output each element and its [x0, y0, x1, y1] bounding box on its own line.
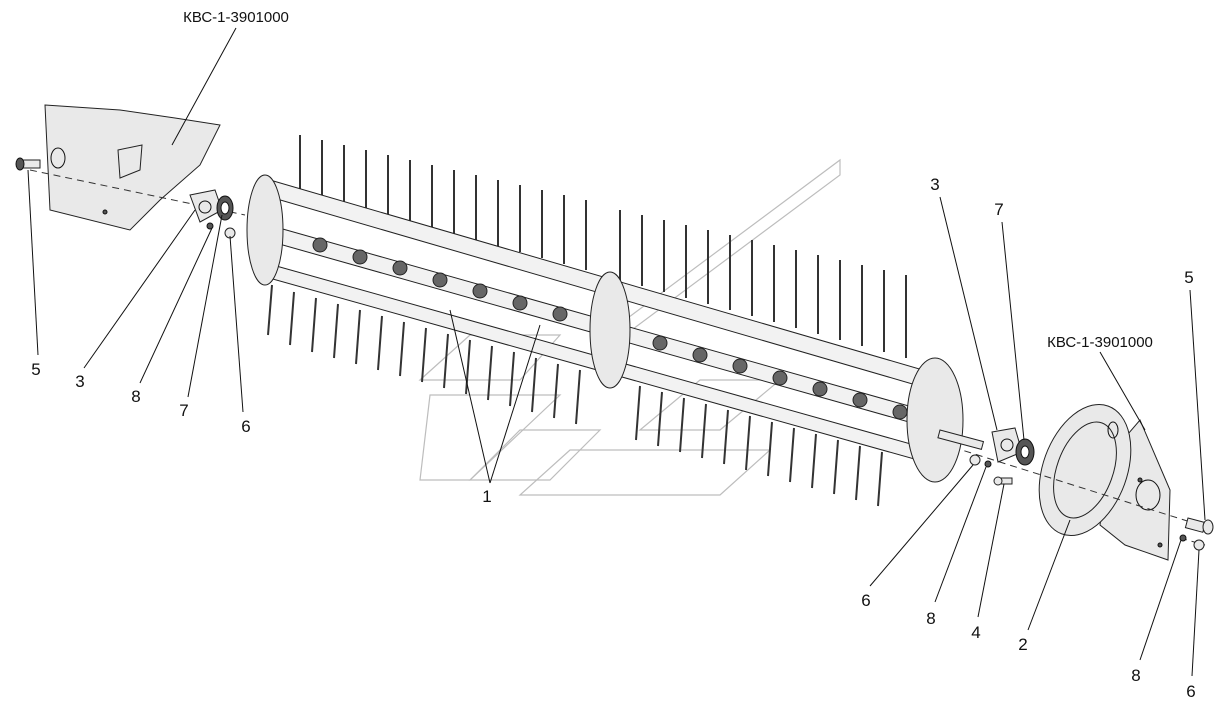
callout-6-mid: 6: [861, 591, 870, 610]
tine-bearings: [312, 237, 908, 420]
reel-drum: [246, 135, 985, 507]
callout-5-right: 5: [1184, 268, 1193, 287]
ring-flange: [1038, 404, 1132, 536]
leader-lines: [27, 27, 1206, 677]
callout-3-left: 3: [75, 372, 84, 391]
callout-8-mid: 8: [926, 609, 935, 628]
callout-7-right: 7: [994, 200, 1003, 219]
callout-2: 2: [1018, 635, 1027, 654]
right-bearing: [1015, 438, 1035, 466]
reel-tines-top: [299, 135, 907, 358]
reel-tines-bottom: [267, 284, 883, 507]
left-bolt: [15, 157, 41, 171]
right-washer: [1179, 534, 1187, 542]
callout-6-left: 6: [241, 417, 250, 436]
assembly-code-right: КВС-1-3901000: [1047, 334, 1153, 351]
right-bolt: [1184, 517, 1214, 535]
assembly-code-left: КВС-1-3901000: [183, 9, 289, 26]
callout-7-left: 7: [179, 401, 188, 420]
callout-5-left: 5: [31, 360, 40, 379]
callout-6-right: 6: [1186, 682, 1195, 701]
right-nut: [1193, 539, 1205, 551]
left-bearing: [216, 195, 234, 221]
right-screw-4: [993, 476, 1013, 486]
callout-8-right: 8: [1131, 666, 1140, 685]
right-washer-mid: [984, 460, 992, 468]
callout-4: 4: [971, 623, 980, 642]
callout-3-right: 3: [930, 175, 939, 194]
callout-8-left: 8: [131, 387, 140, 406]
callout-1: 1: [482, 487, 491, 506]
left-washer: [206, 222, 214, 230]
right-nut-mid: [969, 454, 981, 466]
